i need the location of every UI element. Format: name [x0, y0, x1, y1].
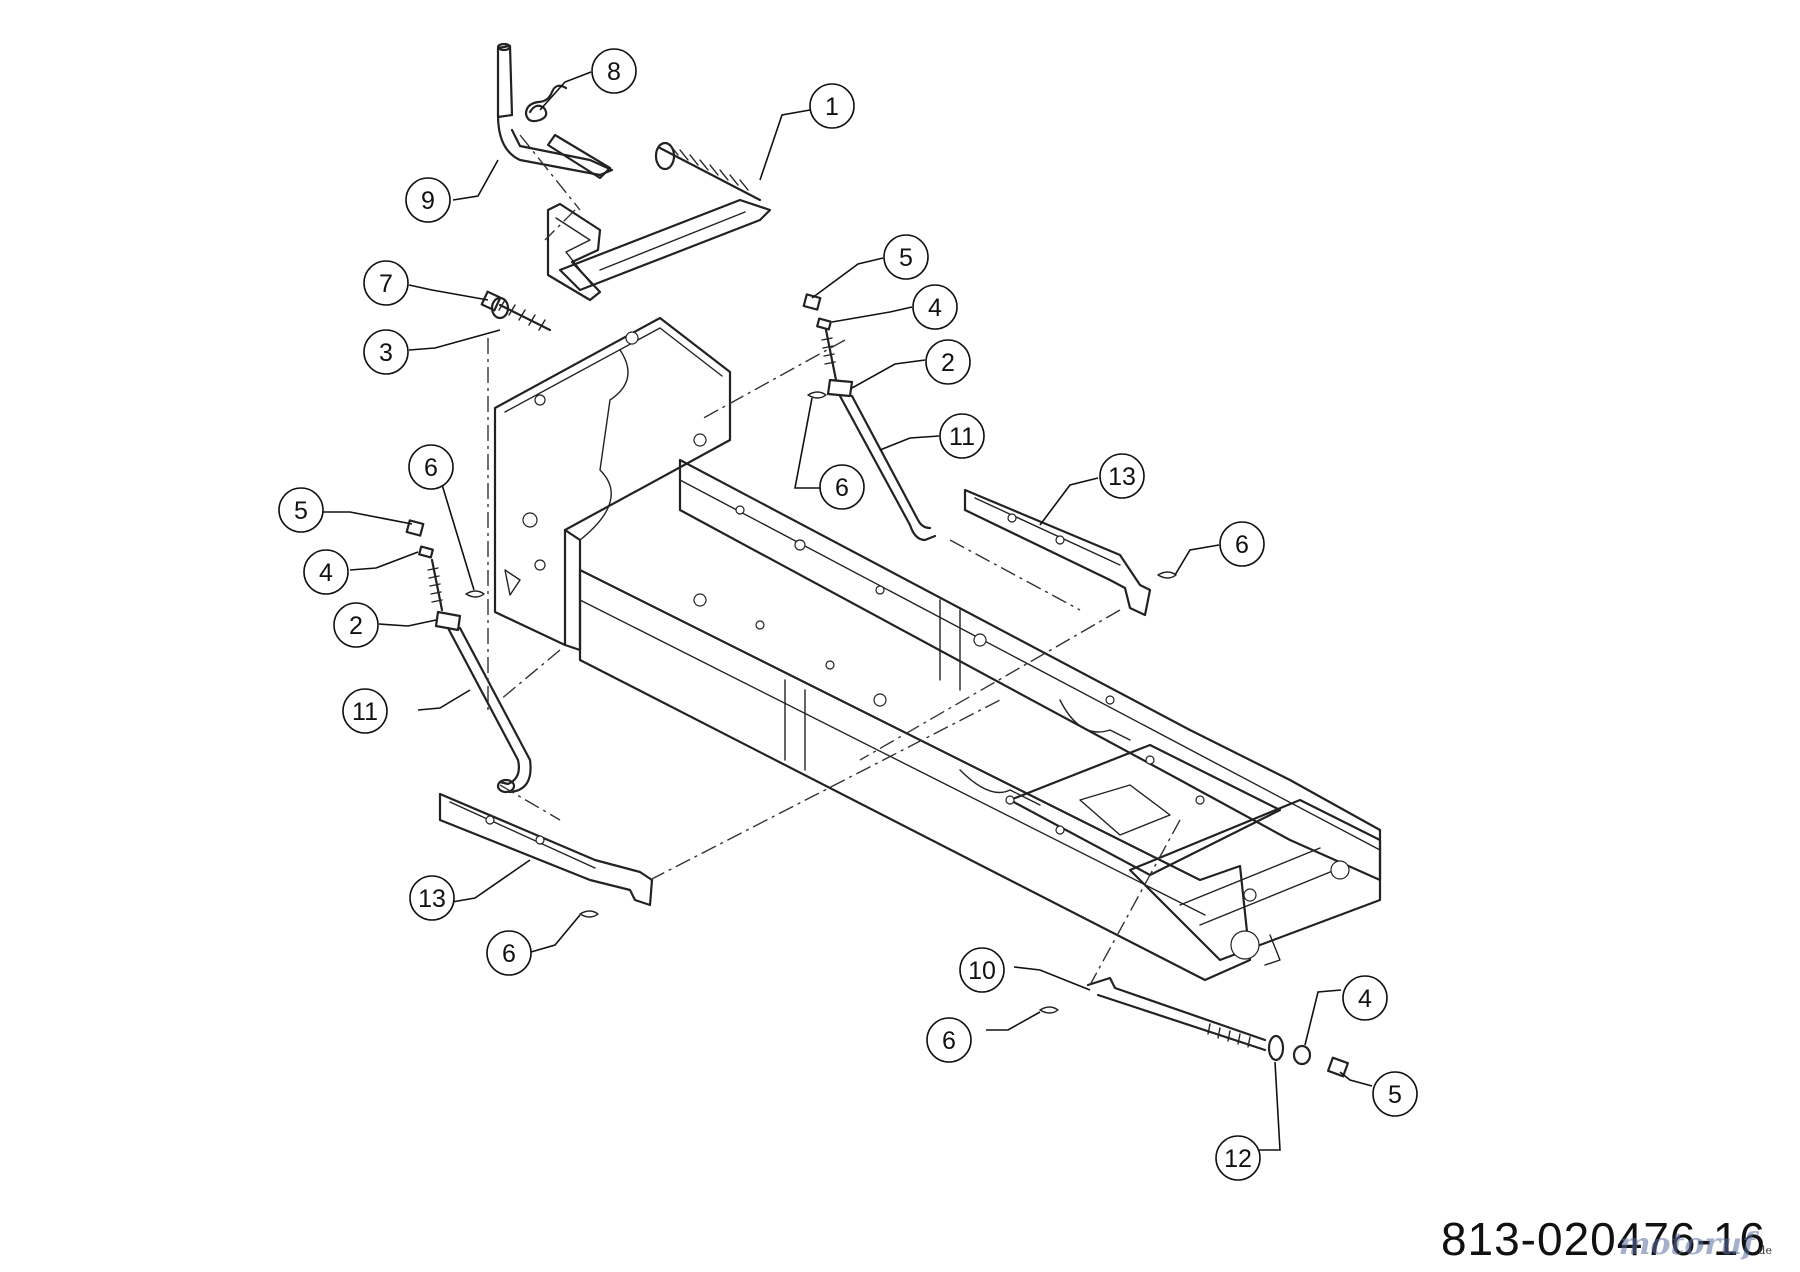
callout-4: 4: [1342, 975, 1388, 1021]
svg-text:11: 11: [949, 423, 975, 451]
right-rail-plate-13: [963, 488, 1177, 617]
callout-7: 7: [363, 260, 409, 306]
callout-6: 6: [408, 444, 454, 490]
rear-rod-assembly: [1039, 976, 1350, 1078]
callout-5: 5: [883, 234, 929, 280]
spring-part-1: [654, 141, 762, 202]
callout-4: 4: [912, 284, 958, 330]
callout-6: 6: [819, 464, 865, 510]
svg-text:1: 1: [825, 93, 839, 121]
svg-text:6: 6: [942, 1027, 956, 1055]
svg-text:6: 6: [502, 940, 516, 968]
svg-text:12: 12: [1224, 1145, 1252, 1173]
diagram-part-number: 813-020476-16: [1440, 1213, 1766, 1265]
svg-text:3: 3: [379, 339, 393, 367]
svg-text:13: 13: [418, 885, 446, 913]
callout-11: 11: [342, 688, 388, 734]
callout-13: 13: [409, 875, 455, 921]
left-lift-link: [405, 519, 532, 794]
svg-text:4: 4: [319, 559, 333, 587]
callout-10: 10: [959, 947, 1005, 993]
lift-pedal-assembly: [480, 42, 772, 332]
callout-13: 13: [1099, 453, 1145, 499]
callout-2: 2: [925, 339, 971, 385]
callout-5: 5: [278, 487, 324, 533]
svg-text:10: 10: [968, 957, 996, 985]
leader-lines: [323, 71, 1373, 1151]
svg-text:13: 13: [1108, 463, 1136, 491]
left-rail-plate-13: [438, 792, 654, 918]
svg-text:9: 9: [421, 187, 435, 215]
callout-9: 9: [405, 177, 451, 223]
callout-11: 11: [939, 413, 985, 459]
callout-3: 3: [363, 329, 409, 375]
watermark-text: motoruf: [1618, 1227, 1755, 1262]
svg-text:11: 11: [352, 698, 378, 726]
watermark-tld: .de: [1754, 1244, 1772, 1257]
callout-2: 2: [333, 602, 379, 648]
callout-4: 4: [303, 549, 349, 595]
callout-6: 6: [1219, 521, 1265, 567]
assembly-lines: [487, 134, 1181, 986]
svg-text:8: 8: [607, 58, 621, 86]
callout-6: 6: [486, 930, 532, 976]
svg-text:6: 6: [424, 454, 438, 482]
svg-text:5: 5: [1388, 1081, 1402, 1109]
svg-text:4: 4: [928, 294, 942, 322]
right-lift-link: [802, 293, 937, 542]
svg-text:5: 5: [294, 497, 308, 525]
callout-12: 12: [1215, 1135, 1261, 1181]
svg-text:5: 5: [899, 244, 913, 272]
svg-text:7: 7: [379, 270, 393, 298]
callout-6: 6: [926, 1017, 972, 1063]
callout-5: 5: [1372, 1071, 1418, 1117]
svg-text:2: 2: [941, 349, 955, 377]
callout-1: 1: [809, 83, 855, 129]
svg-text:6: 6: [1235, 531, 1249, 559]
svg-text:4: 4: [1358, 985, 1372, 1013]
main-frame: [493, 316, 1382, 982]
watermark-logo: motoruf.de: [1619, 1227, 1772, 1262]
svg-text:2: 2: [349, 612, 363, 640]
svg-text:6: 6: [835, 474, 849, 502]
callout-8: 8: [591, 48, 637, 94]
